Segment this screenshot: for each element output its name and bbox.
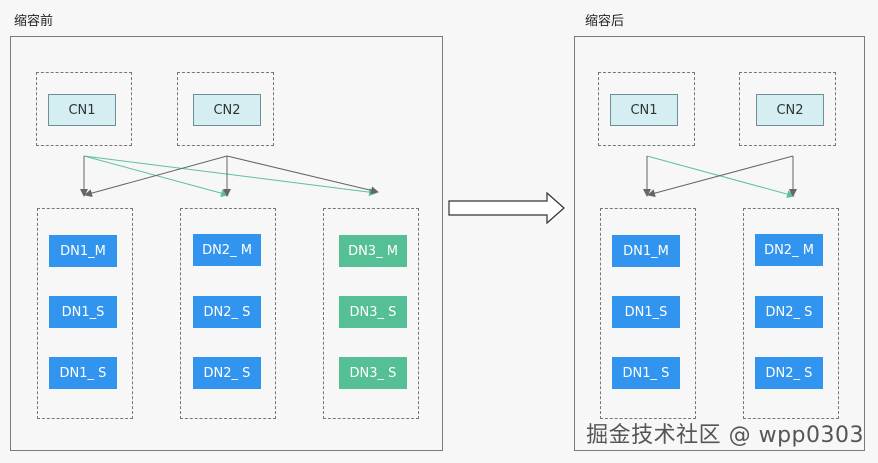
before-link-cn1-dn3: [83, 155, 377, 197]
after-cn2-group: [739, 72, 836, 146]
after-dn1-standby-2: DN1_ S: [612, 357, 680, 389]
transition-arrow-icon: [448, 191, 565, 225]
before-dn2-standby-2: DN2_ S: [193, 357, 261, 389]
before-link-cn2-dn3: [226, 155, 379, 195]
before-dn1-primary: DN1_M: [49, 235, 117, 267]
watermark: 掘金技术社区 @ wpp0303: [586, 423, 864, 448]
before-dn3-primary: DN3_ M: [339, 235, 407, 267]
before-dn1-group: [37, 208, 133, 419]
after-cn2: CN2: [756, 94, 824, 126]
before-dn1-standby-2: DN1_ S: [49, 357, 117, 389]
after-dn1-standby-1: DN1_S: [612, 296, 680, 328]
before-dn3-group: [323, 208, 419, 419]
after-dn2-standby-2: DN2_ S: [755, 357, 823, 389]
before-dn1-standby-1: DN1_S: [49, 296, 117, 328]
before-dn3-standby-1: DN3_ S: [339, 296, 407, 328]
before-cn1: CN1: [48, 94, 116, 126]
before-cn2-group: [177, 72, 274, 146]
after-cn1: CN1: [610, 94, 678, 126]
after-dn2-primary: DN2_ M: [755, 234, 823, 266]
before-link-cn2-dn1: [84, 155, 228, 198]
before-dn3-standby-2: DN3_ S: [339, 357, 407, 389]
after-cn1-group: [598, 72, 695, 146]
before-cn1-group: [36, 72, 132, 146]
before-dn2-group: [180, 208, 276, 419]
after-dn2-standby-1: DN2_ S: [755, 296, 823, 328]
before-title: 缩容前: [14, 14, 54, 29]
before-dn2-standby-1: DN2_ S: [193, 296, 261, 328]
after-dn2-group: [743, 208, 839, 419]
after-dn1-primary: DN1_M: [612, 235, 680, 267]
before-dn2-primary: DN2_ M: [193, 234, 261, 266]
before-cn2: CN2: [193, 94, 261, 126]
after-title: 缩容后: [585, 14, 625, 29]
after-link-cn2-dn1: [647, 155, 794, 198]
after-dn1-group: [600, 208, 696, 419]
